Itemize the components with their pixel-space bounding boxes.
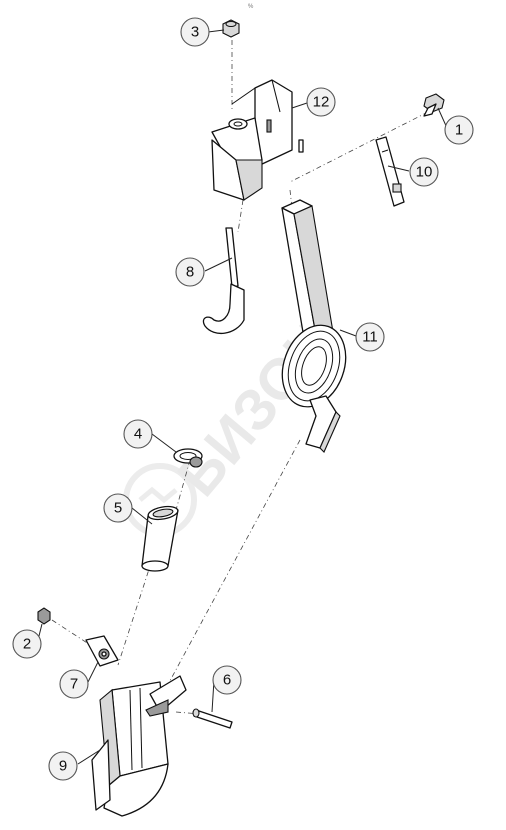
callout-10: 10 [409,157,439,187]
callout-4-label: 4 [134,426,142,443]
callout-2: 2 [12,629,42,659]
callout-5: 5 [103,493,133,523]
callout-8-label: 8 [186,264,194,281]
callout-8: 8 [175,257,205,287]
callout-7: 7 [59,669,89,699]
callout-5-label: 5 [114,500,122,517]
nut-3-drawing [222,19,240,38]
callout-9-label: 9 [59,758,67,775]
callout-12: 12 [306,87,336,117]
callout-11-label: 11 [362,329,378,346]
callout-9: 9 [48,751,78,781]
spring-tine-11-drawing [281,199,347,453]
callout-3-label: 3 [191,24,199,41]
callout-11: 11 [355,322,385,352]
coulter-9-drawing [91,675,187,817]
clamp-plate-7-drawing [85,635,119,667]
callout-12-label: 12 [313,94,330,111]
callout-3: 3 [180,17,210,47]
callout-1-label: 1 [455,122,463,139]
callout-6-label: 6 [223,672,231,689]
callout-6: 6 [212,665,242,695]
clamp-4-drawing [173,448,203,468]
callout-2-label: 2 [23,636,31,653]
callout-10-label: 10 [416,164,433,181]
leader-lines [37,29,448,765]
pin-6-drawing [192,708,233,729]
bracket-12-drawing [211,79,304,201]
callout-7-label: 7 [70,676,78,693]
callout-1: 1 [444,115,474,145]
plate-10-drawing [375,136,405,207]
hook-bolt-8-drawing [202,227,245,334]
nut-2-drawing [37,607,51,625]
callout-4: 4 [123,419,153,449]
assembly-lines [51,40,429,715]
tube-5-drawing [141,505,179,572]
bolt-1-drawing [423,93,445,117]
top-mark: % [248,4,254,10]
